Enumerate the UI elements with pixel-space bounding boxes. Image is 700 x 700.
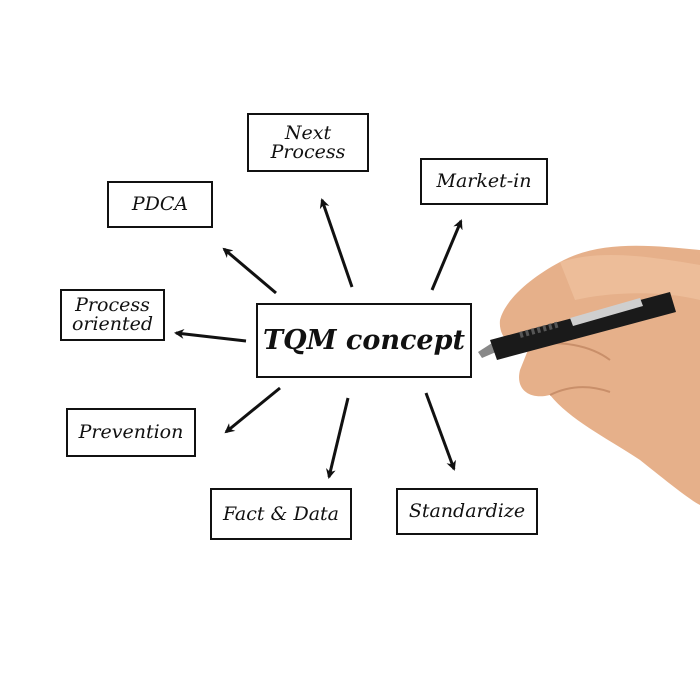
hand-icon	[499, 245, 700, 505]
arrow-to-pdca	[222, 247, 277, 295]
node-pdca: PDCA	[107, 181, 213, 228]
node-label: Standardize	[408, 500, 526, 522]
node-label: Market-in	[436, 170, 532, 192]
arrow-to-prevention	[224, 386, 281, 434]
arrow-to-standardize	[424, 392, 456, 471]
pen-icon	[478, 292, 676, 360]
node-standardize: Standardize	[396, 488, 538, 535]
node-prevention: Prevention	[66, 408, 196, 457]
node-label: oriented	[71, 313, 154, 335]
node-fact-data: Fact & Data	[210, 488, 352, 540]
node-market-in: Market-in	[420, 158, 548, 205]
node-process-oriented: Process oriented	[60, 289, 165, 341]
node-label: Fact & Data	[222, 502, 339, 525]
arrow-to-process-oriented	[174, 328, 247, 343]
center-label: TQM concept	[263, 325, 465, 356]
node-tqm-concept: TQM concept	[256, 303, 472, 378]
node-label: PDCA	[131, 193, 189, 215]
arrow-to-market-in	[430, 219, 463, 291]
arrow-to-next-process	[319, 198, 354, 288]
arrow-to-fact-data	[326, 397, 350, 479]
node-label: Process	[75, 294, 150, 316]
node-next-process: Next Process	[247, 113, 369, 172]
node-label: Process	[270, 140, 346, 163]
node-label: Prevention	[78, 421, 184, 443]
node-label: Next	[284, 121, 332, 144]
